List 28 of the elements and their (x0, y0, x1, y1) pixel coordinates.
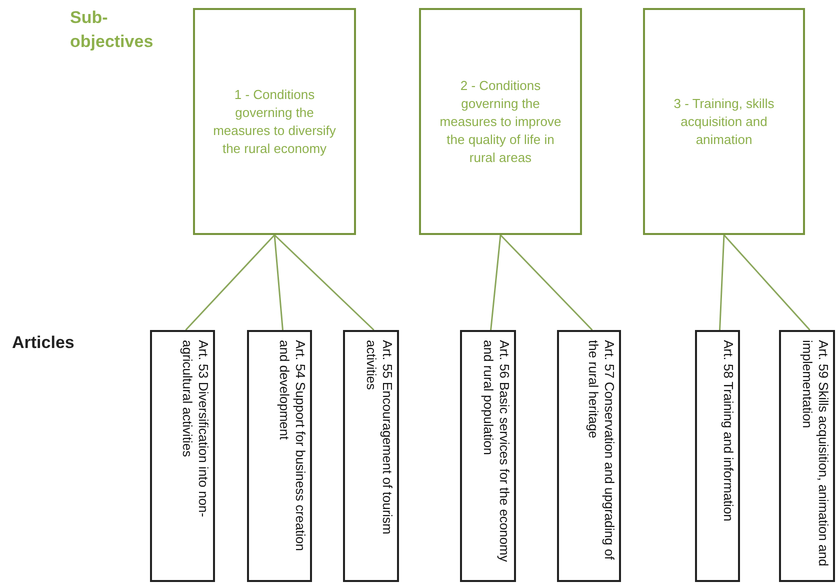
article-box (557, 330, 621, 582)
connector-line (490, 234, 502, 330)
article-box (247, 330, 312, 582)
article-box (150, 330, 215, 582)
connector-line (719, 234, 725, 330)
article-box (779, 330, 835, 582)
article-box (460, 330, 516, 582)
connector-line (274, 234, 284, 330)
row-heading: Sub-objectives (70, 7, 154, 53)
article-text: Art. 53 Diversification into non-agricultural activities (179, 340, 211, 520)
sub-objective-text: 3 - Training, skills acquisition and animation (672, 94, 776, 148)
article-box (695, 330, 740, 582)
sub-objective-box (193, 8, 356, 235)
sub-objective-text: 1 - Conditions governing the measures to diversify the rural economy (212, 86, 337, 158)
article-text: Art. 57 Conservation and upgrading of the rural heritage (585, 340, 617, 562)
article-box (343, 330, 399, 582)
connector-line (500, 234, 593, 331)
connector-line (185, 234, 276, 331)
row-heading: Articles (12, 332, 74, 354)
sub-objective-text: 2 - Conditions governing the measures to improve the quality of life in rural areas (438, 76, 562, 166)
connector-line (723, 234, 810, 330)
sub-objective-box (643, 8, 805, 235)
article-text: Art. 55 Encouragement of tourism activities (363, 340, 395, 536)
article-text: Art. 58 Training and information (720, 340, 736, 524)
sub-objective-box (419, 8, 582, 235)
article-text: Art. 56 Basic services for the economy and rural population (480, 340, 512, 564)
article-text: Art. 59 Skills acquisition, animation and implementation (799, 340, 831, 568)
connector-line (274, 234, 374, 331)
